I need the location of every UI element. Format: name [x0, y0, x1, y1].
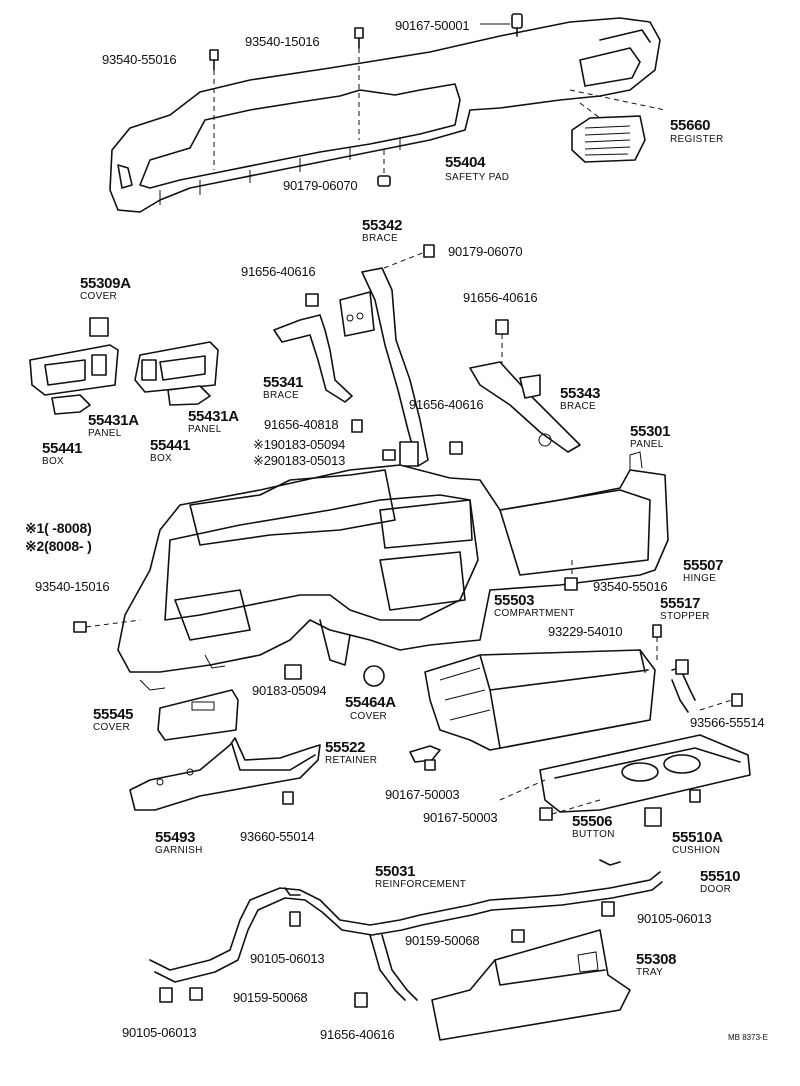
label-55342: 55342 [362, 217, 403, 234]
label-retainer: RETAINER [325, 755, 378, 766]
label-brace-55341: BRACE [263, 390, 299, 401]
label-93540-55016-b: 93540-55016 [593, 579, 668, 594]
label-reinforcement: REINFORCEMENT [375, 879, 467, 890]
label-93540-55016: 93540-55016 [102, 52, 177, 67]
screws-top [209, 13, 523, 187]
drawing-code: MB 8373-E [728, 1033, 769, 1042]
label-garnish: GARNISH [155, 845, 203, 856]
label-290183-05013: ※290183-05013 [253, 453, 346, 468]
instrument-panel-drawing [117, 451, 669, 691]
label-cover-55309a: COVER [80, 291, 118, 302]
label-91656-40818: 91656-40818 [264, 417, 339, 432]
label-55404: 55404 [445, 154, 486, 171]
label-55507: 55507 [683, 557, 724, 574]
label-55464a: 55464A [345, 694, 396, 711]
label-panel-left: PANEL [88, 428, 122, 439]
door-drawing [539, 734, 751, 813]
label-55493: 55493 [155, 829, 196, 846]
brace-55343-drawing [469, 361, 581, 453]
note-2: ※2(8008- ) [25, 538, 92, 554]
brace-55342-drawing [339, 267, 429, 467]
label-93660-55014: 93660-55014 [240, 829, 315, 844]
label-91656-40616-c: 91656-40616 [409, 397, 484, 412]
label-cover-55545: COVER [93, 722, 131, 733]
label-55441-right: 55441 [150, 437, 191, 454]
label-90183-05094: 90183-05094 [252, 683, 327, 698]
tray-drawing [431, 929, 631, 1041]
label-55503: 55503 [494, 592, 535, 609]
brace-55341-drawing [273, 314, 353, 403]
label-button: BUTTON [572, 829, 615, 840]
label-55341: 55341 [263, 374, 304, 391]
label-90167-50001: 90167-50001 [395, 18, 470, 33]
hinge-drawing [671, 659, 696, 713]
switch-panels-drawing [29, 317, 219, 415]
label-190183-05094: ※190183-05094 [253, 437, 346, 452]
label-safety-pad: SAFETY PAD [445, 172, 510, 183]
label-stopper: STOPPER [660, 611, 710, 622]
label-90159-50068-b: 90159-50068 [233, 990, 308, 1005]
label-93540-15016: 93540-15016 [245, 34, 320, 49]
label-box-right: BOX [150, 453, 173, 464]
label-55660: 55660 [670, 117, 711, 134]
label-cover-55464a: COVER [350, 711, 388, 722]
label-91656-40616-d: 91656-40616 [320, 1027, 395, 1042]
label-55517: 55517 [660, 595, 701, 612]
note-1: ※1( -8008) [25, 520, 92, 536]
label-55343: 55343 [560, 385, 601, 402]
label-90105-06013-a: 90105-06013 [637, 911, 712, 926]
label-55031: 55031 [375, 863, 416, 880]
label-55545: 55545 [93, 706, 134, 723]
label-55431a-right: 55431A [188, 408, 239, 425]
retainer-drawing [409, 745, 441, 771]
label-91656-40616-a: 91656-40616 [241, 264, 316, 279]
label-tray: TRAY [636, 967, 664, 978]
label-93566-55514: 93566-55514 [690, 715, 765, 730]
label-93540-15016-b: 93540-15016 [35, 579, 110, 594]
label-90105-06013-c: 90105-06013 [122, 1025, 197, 1040]
label-93229-54010: 93229-54010 [548, 624, 623, 639]
garnish-drawing [129, 737, 321, 811]
label-90167-50003-a: 90167-50003 [385, 787, 460, 802]
safety-pad-drawing [109, 17, 661, 213]
label-55441-left: 55441 [42, 440, 83, 457]
label-91656-40616-b: 91656-40616 [463, 290, 538, 305]
label-panel-55301: PANEL [630, 439, 664, 450]
reinforcement-drawing [149, 859, 663, 1001]
label-register: REGISTER [670, 134, 724, 145]
label-hinge: HINGE [683, 573, 717, 584]
label-55301: 55301 [630, 423, 671, 440]
label-cushion: CUSHION [672, 845, 721, 856]
label-55522: 55522 [325, 739, 366, 756]
label-compartment: COMPARTMENT [494, 608, 575, 619]
label-55506: 55506 [572, 813, 613, 830]
label-brace-55343: BRACE [560, 401, 596, 412]
label-box-left: BOX [42, 456, 65, 467]
label-90167-50003-b: 90167-50003 [423, 810, 498, 825]
label-55309a: 55309A [80, 275, 131, 292]
label-90159-50068-a: 90159-50068 [405, 933, 480, 948]
label-door: DOOR [700, 884, 732, 895]
label-panel-right: PANEL [188, 424, 222, 435]
cover-55545-drawing [157, 689, 239, 741]
label-90179-06070: 90179-06070 [448, 244, 523, 259]
label-55510: 55510 [700, 868, 741, 885]
label-55510a: 55510A [672, 829, 723, 846]
label-55431a-left: 55431A [88, 412, 139, 429]
register-drawing [571, 115, 646, 163]
compartment-drawing [424, 649, 656, 751]
label-90105-06013-b: 90105-06013 [250, 951, 325, 966]
label-90179-06070-top: 90179-06070 [283, 178, 358, 193]
label-55308: 55308 [636, 951, 677, 968]
label-brace-55342: BRACE [362, 233, 398, 244]
